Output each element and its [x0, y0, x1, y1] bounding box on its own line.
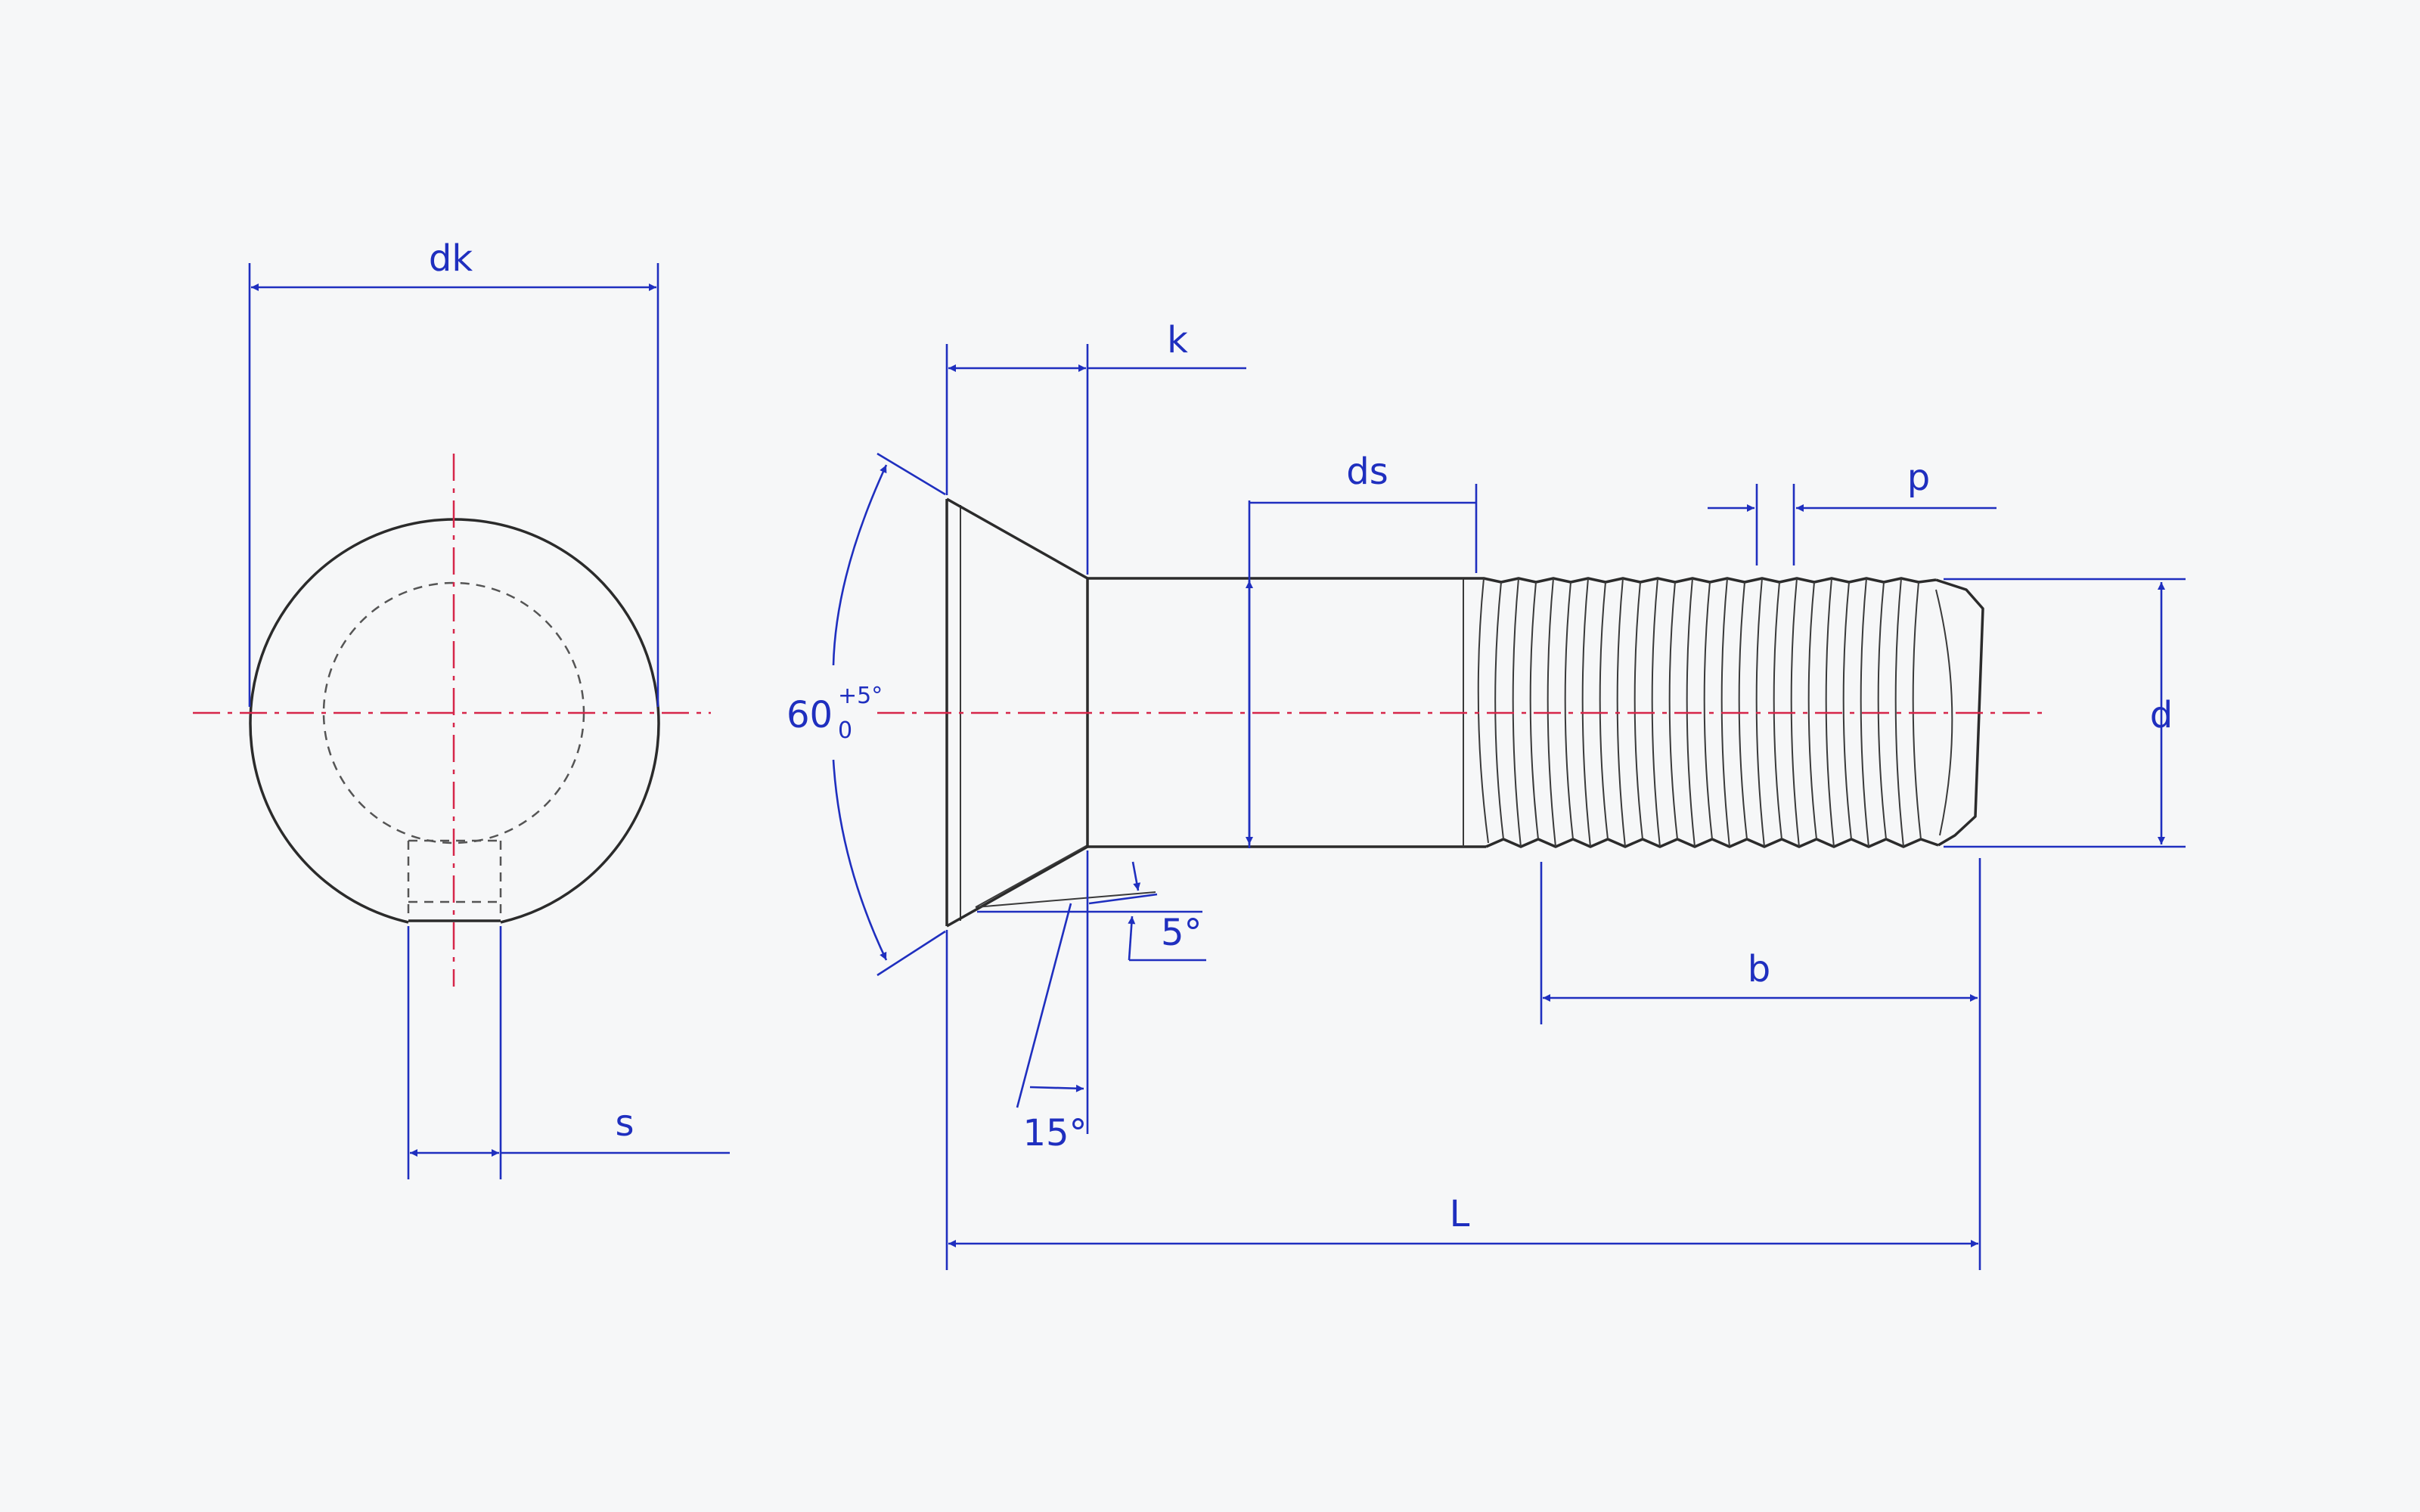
dim-angle-15: 15° — [1016, 850, 1089, 1154]
label-angle-tol-minus: 0 — [838, 717, 852, 744]
dim-s: s — [407, 926, 730, 1179]
dim-k: k — [945, 319, 1246, 575]
side-view: k ds p d b — [786, 319, 2186, 1270]
threaded-section — [1463, 577, 1984, 848]
end-view: dk s — [193, 237, 730, 1179]
dim-L: L — [945, 858, 1981, 1270]
label-angle-15: 15° — [1022, 1112, 1087, 1154]
label-angle-tol-plus: +5° — [838, 683, 883, 709]
label-k: k — [1167, 319, 1188, 361]
label-d: d — [2150, 694, 2173, 736]
dim-d: d — [1944, 578, 2186, 848]
dim-angle-60: 60 +5° 0 — [786, 452, 946, 977]
label-dk: dk — [429, 237, 473, 280]
head-outline-circle — [249, 518, 660, 924]
label-p: p — [1907, 457, 1930, 499]
label-angle-5: 5° — [1161, 912, 1202, 954]
label-b: b — [1748, 948, 1770, 990]
label-ds: ds — [1346, 451, 1388, 493]
dim-b: b — [1540, 862, 1978, 1024]
label-L: L — [1450, 1193, 1470, 1235]
dim-dk: dk — [248, 237, 659, 707]
dim-angle-5: 5° — [977, 861, 1206, 962]
label-angle-60: 60 — [786, 694, 833, 736]
dim-p: p — [1708, 457, 1996, 565]
dim-ds: ds — [1246, 451, 1478, 848]
label-s: s — [615, 1102, 634, 1145]
